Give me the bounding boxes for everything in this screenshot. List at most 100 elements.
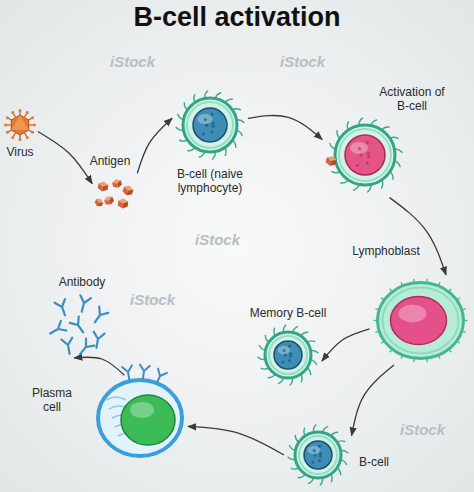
cell-membrane-inner bbox=[339, 129, 391, 181]
nucleus-highlight bbox=[350, 142, 368, 154]
chromatin-dot bbox=[359, 154, 362, 157]
arrow-connector bbox=[322, 329, 370, 361]
memory-node: Memory B-cell bbox=[257, 324, 319, 386]
antibody-y bbox=[70, 317, 88, 336]
virus-capsid bbox=[11, 115, 28, 135]
chromatin-dot bbox=[288, 359, 291, 362]
figure-group bbox=[258, 325, 318, 385]
cell-label: Lymphoblast bbox=[346, 244, 426, 258]
chromatin-dot bbox=[202, 132, 205, 135]
arrow-connector bbox=[390, 198, 446, 275]
chromatin-dot bbox=[314, 454, 317, 457]
blast-node: Lymphoblast bbox=[373, 278, 468, 363]
figure-group bbox=[373, 278, 467, 361]
figure-group bbox=[288, 425, 348, 485]
cell-membrane bbox=[377, 282, 463, 358]
cell-nucleus bbox=[121, 395, 175, 445]
chromatin-dot bbox=[367, 152, 370, 155]
virus-spike-tip bbox=[11, 111, 14, 114]
nucleus-highlight bbox=[278, 346, 291, 354]
cell-label: Virus bbox=[2, 145, 38, 159]
arrow-connector bbox=[248, 115, 322, 139]
antigen-face bbox=[116, 180, 122, 188]
antigen-face bbox=[112, 181, 118, 189]
chromatin-dot bbox=[318, 459, 321, 462]
antibody-y bbox=[138, 365, 150, 380]
figure-group bbox=[47, 295, 108, 357]
antibody-node: Antibody bbox=[50, 295, 110, 355]
arrow-connector bbox=[188, 426, 284, 455]
antigen-node: Antigen bbox=[95, 175, 135, 210]
antibody-y bbox=[76, 338, 94, 357]
chromatin-dot bbox=[284, 354, 287, 357]
naive-node: B-cell (naive lymphocyte) bbox=[175, 90, 245, 160]
cell-nucleus bbox=[274, 341, 302, 369]
antigen-face bbox=[108, 196, 115, 204]
antibody-y bbox=[90, 307, 108, 326]
antigen-piece bbox=[111, 177, 122, 188]
virus-facet bbox=[11, 115, 28, 130]
cell-membrane-inner bbox=[269, 336, 307, 374]
plasma-figure bbox=[95, 378, 185, 458]
antigen-piece bbox=[94, 197, 105, 208]
chromatin-dot bbox=[366, 161, 369, 164]
antibody-y bbox=[122, 365, 134, 380]
chromatin-dot bbox=[204, 118, 207, 121]
plasma-node: Plasma cell bbox=[95, 378, 185, 458]
figure-group bbox=[176, 91, 244, 159]
chromatin-dot bbox=[318, 445, 321, 448]
virus-spike-tip bbox=[26, 111, 29, 114]
endoplasmic-reticulum bbox=[106, 397, 126, 400]
cell-label: Antigen bbox=[84, 154, 136, 168]
antibody-y bbox=[76, 295, 91, 313]
antigen-face bbox=[123, 201, 129, 209]
antigen-face bbox=[330, 159, 337, 168]
cell-membrane bbox=[98, 380, 182, 456]
nucleus-highlight bbox=[197, 114, 212, 124]
antigen-piece bbox=[103, 194, 115, 206]
blast-figure bbox=[373, 278, 468, 363]
cell-nucleus bbox=[390, 296, 446, 344]
nucleus-highlight bbox=[308, 446, 321, 454]
nucleus-highlight bbox=[398, 304, 426, 322]
cell-label: B-cell (naive lymphocyte) bbox=[154, 167, 266, 195]
chromatin-dot bbox=[356, 164, 359, 167]
cell-label: Memory B-cell bbox=[238, 306, 338, 320]
chromatin-dot bbox=[366, 141, 369, 144]
cell-membrane-inner bbox=[382, 287, 458, 353]
virus-spike-tip bbox=[6, 116, 9, 119]
chromatin-dot bbox=[205, 124, 208, 127]
virus-spike-tip bbox=[19, 138, 22, 141]
arrow-connector bbox=[352, 365, 394, 436]
chromatin-dot bbox=[358, 147, 361, 150]
chromatin-dot bbox=[281, 361, 284, 364]
figure-group bbox=[94, 177, 135, 208]
watermark: iStock bbox=[130, 291, 175, 308]
antibody-y bbox=[55, 299, 71, 317]
bcell-node: B-cell bbox=[287, 424, 349, 486]
antibody-y bbox=[47, 321, 66, 338]
arrow-connector bbox=[38, 131, 92, 183]
chromatin-dot bbox=[367, 155, 370, 158]
arrow-connector bbox=[74, 357, 124, 375]
watermark: iStock bbox=[400, 421, 445, 438]
cell-label: Plasma cell bbox=[27, 386, 77, 414]
figure-group bbox=[98, 365, 182, 456]
cell-membrane-inner bbox=[299, 436, 337, 474]
chromatin-dot bbox=[210, 113, 213, 116]
watermark: iStock bbox=[280, 53, 325, 70]
cell-nucleus bbox=[193, 108, 227, 142]
cell-nucleus bbox=[304, 441, 332, 469]
chromatin-dot bbox=[283, 349, 286, 352]
arrow-connector bbox=[137, 118, 172, 173]
watermark: iStock bbox=[195, 231, 240, 248]
virus-spike-tip bbox=[19, 109, 22, 112]
cell-nucleus bbox=[345, 135, 385, 175]
cell-membrane bbox=[265, 332, 311, 378]
antigen-piece bbox=[122, 184, 135, 197]
virus-node: Virus bbox=[5, 110, 35, 140]
virus-spike-tip bbox=[31, 131, 34, 134]
cell-membrane bbox=[335, 125, 395, 185]
virus-spike-tip bbox=[26, 136, 29, 139]
